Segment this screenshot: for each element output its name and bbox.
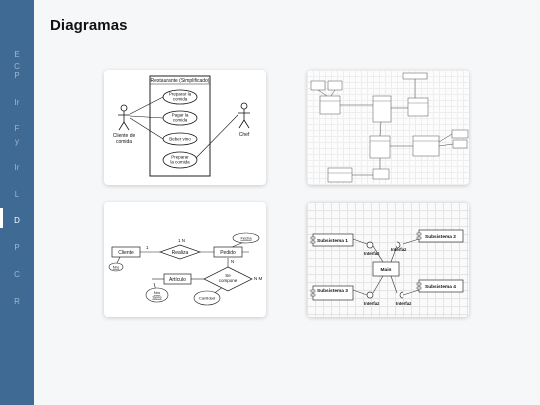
component-boxes [310, 229, 464, 301]
card-1n: 1 N [178, 238, 185, 243]
interface-label-1: Interfaz [364, 251, 379, 256]
class-boxes [310, 72, 469, 183]
sidebar-item-p-2[interactable]: P [14, 243, 20, 252]
sidebar-item-r[interactable]: R [14, 297, 20, 306]
component-subsistema-4: Subsistema 4 [425, 284, 456, 290]
component-diagram: Subsistema 1 Subsistema 2 Subsistema 3 S… [310, 229, 464, 306]
interface-label-4: Interfaz [396, 301, 411, 306]
card-1: 1 [146, 245, 149, 250]
entity-pedido: Pedido [220, 250, 236, 256]
system-title: Restaurante (Simplificado) [151, 78, 210, 84]
class-diagram [310, 72, 469, 183]
component-main: Main [381, 267, 392, 273]
sidebar-item-l[interactable]: L [14, 190, 20, 199]
class-dividers [320, 100, 439, 174]
sidebar: E C P Ir F y Ir L D P C R [0, 0, 34, 405]
page-title: Diagramas [50, 17, 128, 34]
sidebar-item-ir-2[interactable]: Ir [14, 163, 20, 172]
attr-cantidad: Cantidad [199, 296, 215, 301]
class-diagram-card[interactable] [307, 70, 469, 185]
relation-realiza: Realiza [172, 250, 189, 256]
sidebar-item-y[interactable]: y [15, 137, 19, 146]
sidebar-item-c-2[interactable]: C [14, 270, 20, 279]
sidebar-item-p[interactable]: P [14, 71, 20, 80]
component-subsistema-1: Subsistema 1 [317, 238, 348, 244]
associations [129, 96, 239, 159]
component-subsistema-3: Subsistema 3 [317, 288, 348, 294]
component-diagram-card[interactable]: Subsistema 1 Subsistema 2 Subsistema 3 S… [307, 202, 469, 317]
sidebar-item-e[interactable]: E [14, 50, 20, 59]
component-links [352, 238, 420, 296]
actor-chef-figure [238, 102, 250, 129]
sidebar-item-c[interactable]: C [14, 62, 20, 71]
sidebar-item-ir[interactable]: Ir [14, 98, 20, 107]
sidebar-item-d[interactable]: D [14, 216, 20, 225]
class-relations [317, 79, 454, 176]
interface-label-3: Interfaz [364, 301, 379, 306]
card-nm: N M [254, 276, 263, 281]
actor-client-figure [118, 104, 130, 131]
interface-symbols [366, 241, 404, 299]
actor-chef-label: Chef [239, 132, 250, 138]
component-subsistema-2: Subsistema 2 [425, 234, 456, 240]
attr-nro: Nro [113, 265, 120, 270]
card-n: N [231, 259, 234, 264]
active-indicator [0, 208, 3, 228]
sidebar-item-f[interactable]: F [14, 124, 20, 133]
attr-fecha: Fecha [240, 236, 252, 241]
use-case-3: Beber vino [169, 137, 191, 142]
entity-articulo: Artículo [169, 277, 186, 283]
interface-label-2: Interfaz [391, 247, 406, 252]
entity-cliente: Cliente [118, 250, 134, 256]
